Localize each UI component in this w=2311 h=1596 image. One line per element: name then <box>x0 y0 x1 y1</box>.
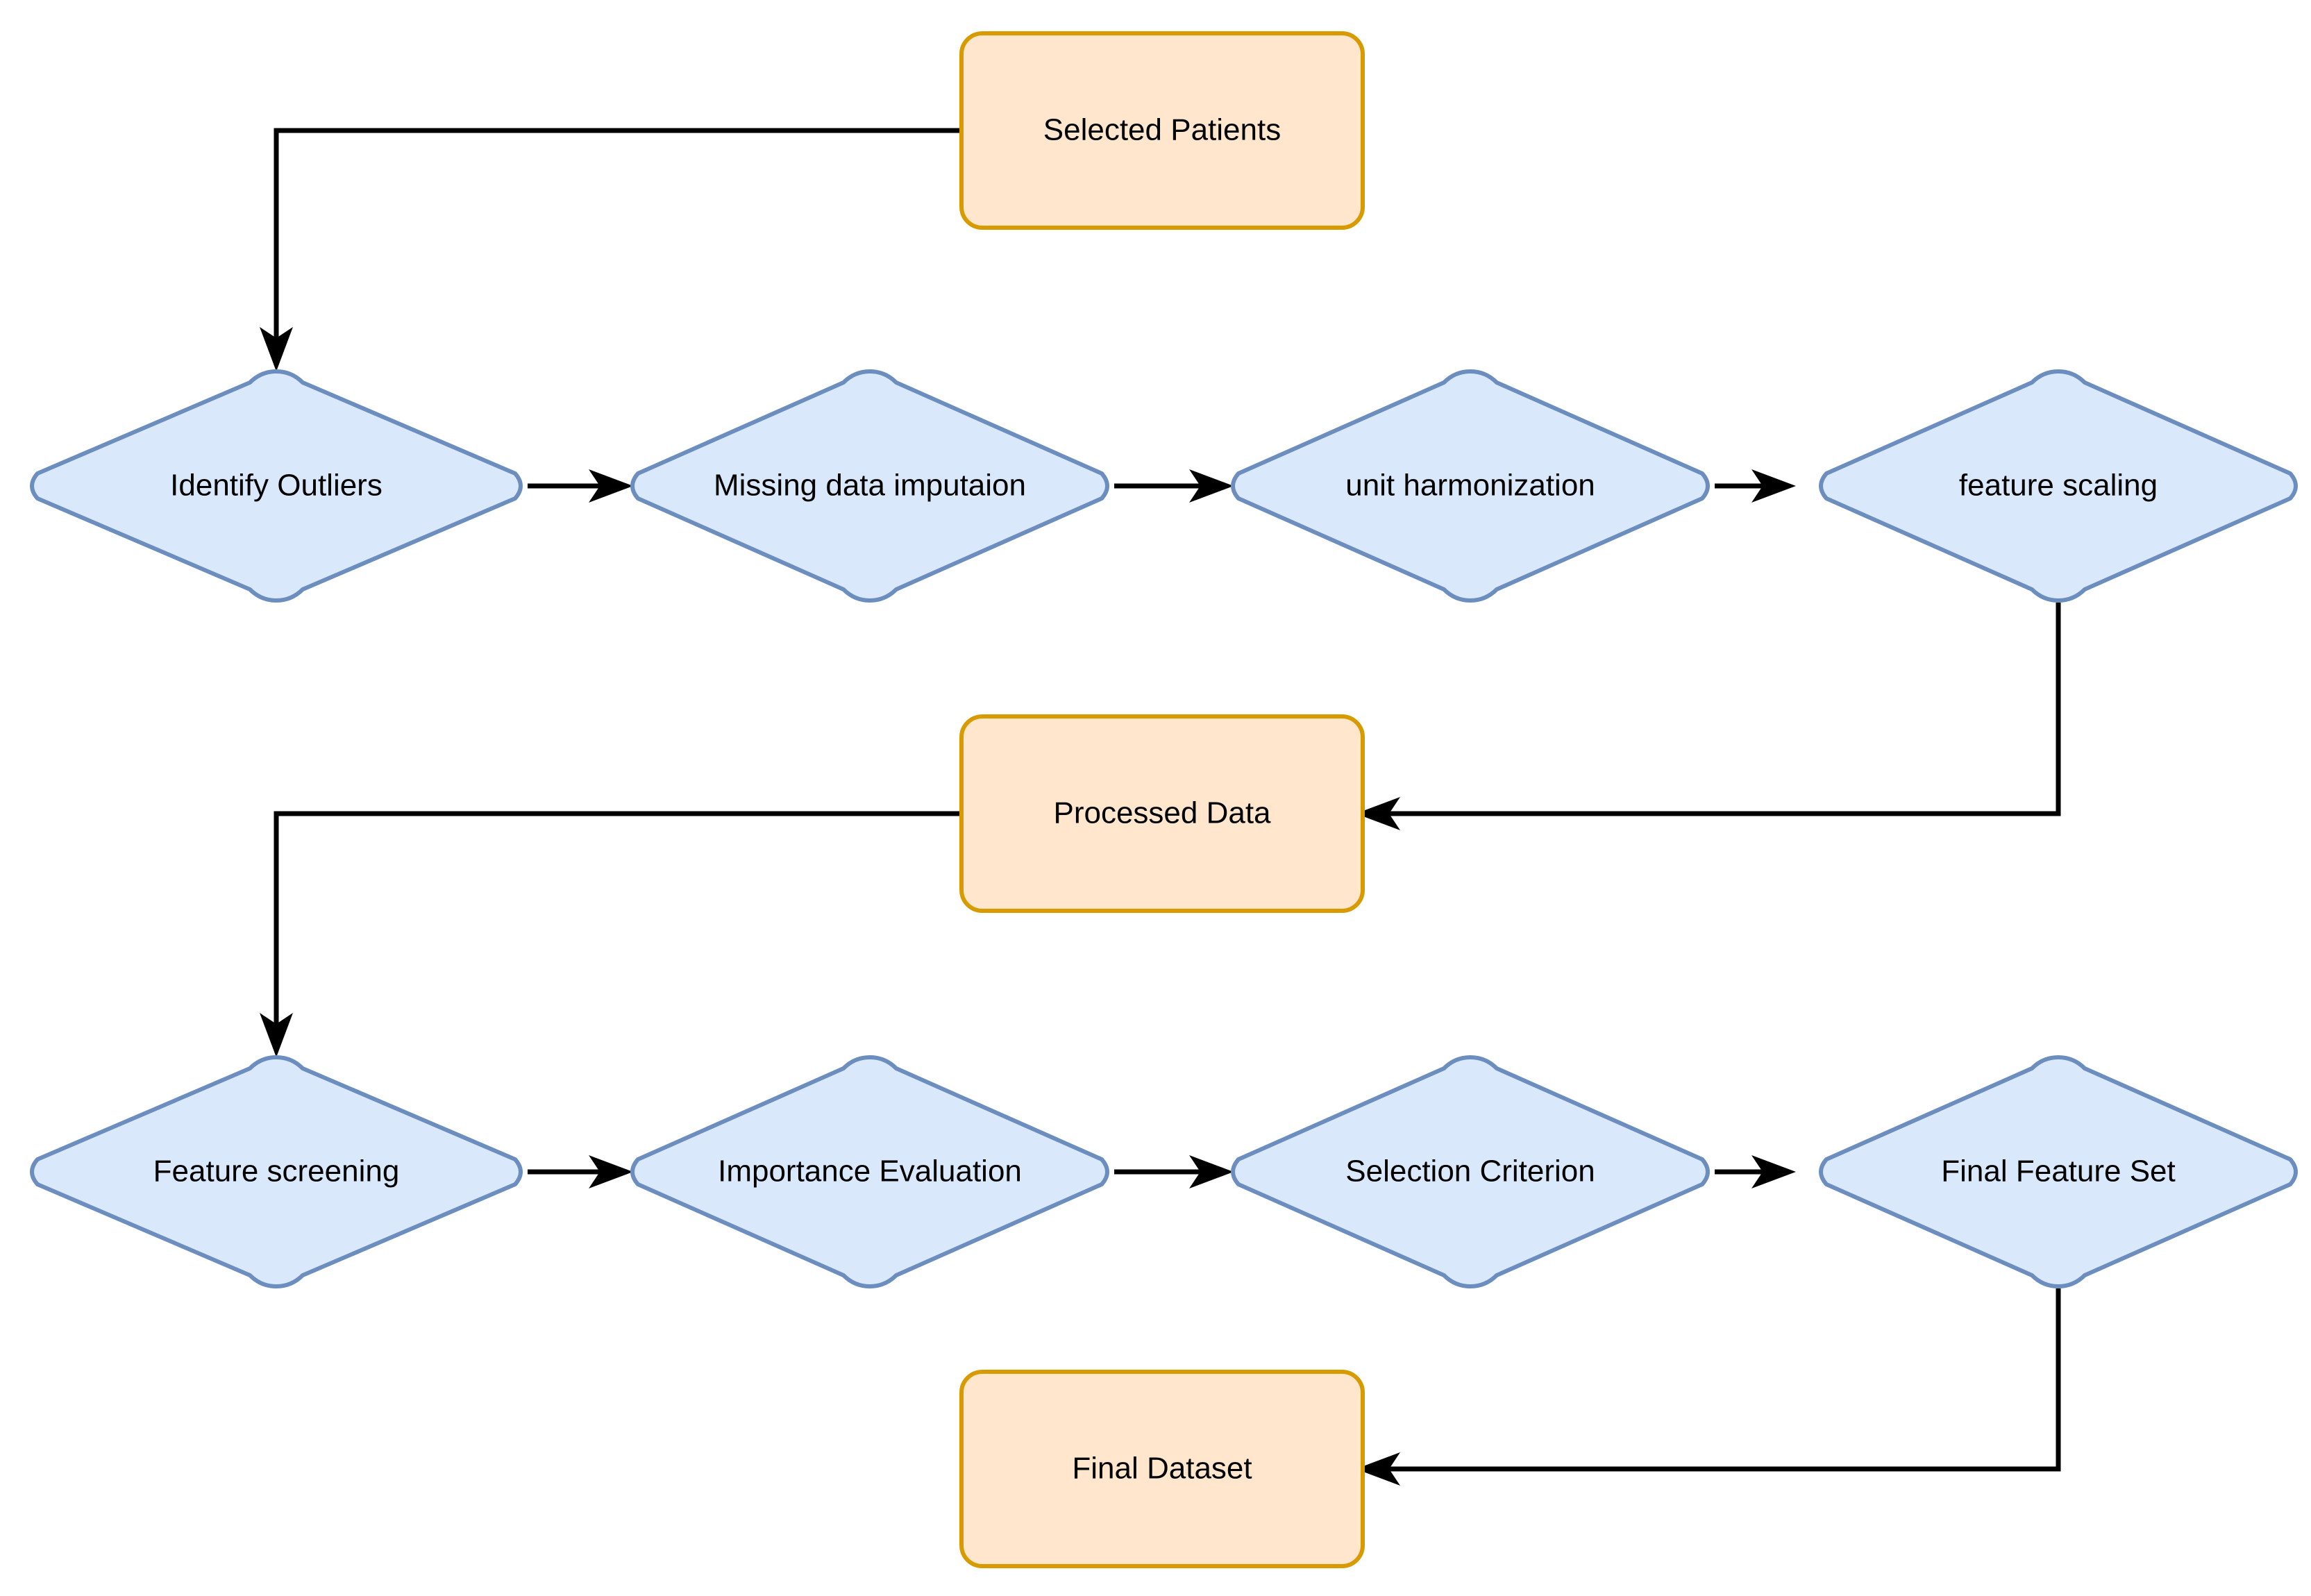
missing-data-imputaion-label: Missing data imputaion <box>714 469 1026 503</box>
importance-evaluation-label: Importance Evaluation <box>718 1154 1022 1188</box>
final-feature-set-label: Final Feature Set <box>1941 1154 2176 1188</box>
identify-outliers-shape <box>30 369 523 603</box>
selected-patients-label: Selected Patients <box>1043 113 1281 147</box>
node-missing-data-imputaion[interactable]: Missing data imputaion <box>630 369 1109 603</box>
selection-criterion-label: Selection Criterion <box>1345 1154 1595 1188</box>
edge-layer <box>260 128 2061 1486</box>
node-unit-harmonization[interactable]: unit harmonization <box>1231 369 1710 603</box>
edge-final-feature-set-to-final-dataset[interactable] <box>1356 1288 2061 1486</box>
node-selected-patients[interactable]: Selected Patients <box>959 31 1365 230</box>
edge-processed-data-to-feature-screening[interactable] <box>260 811 961 1057</box>
edge-selected-patients-to-identify-outliers[interactable] <box>260 128 961 371</box>
edge-feature-screening-to-importance-evaluation[interactable] <box>528 1155 633 1188</box>
unit-harmonization-shape <box>1231 369 1710 603</box>
node-processed-data[interactable]: Processed Data <box>959 714 1365 913</box>
edge-selection-criterion-to-final-feature-set[interactable] <box>1715 1155 1796 1188</box>
feature-scaling-label: feature scaling <box>1959 469 2158 503</box>
edge-unit-harmonization-to-feature-scaling[interactable] <box>1715 469 1796 503</box>
edge-feature-scaling-to-processed-data[interactable] <box>1356 603 2061 830</box>
final-dataset-shape <box>959 1370 1365 1568</box>
selection-criterion-shape <box>1231 1055 1710 1289</box>
final-dataset-label: Final Dataset <box>1072 1452 1252 1486</box>
feature-screening-shape <box>30 1055 523 1289</box>
selected-patients-shape <box>959 31 1365 230</box>
importance-evaluation-shape <box>630 1055 1109 1289</box>
identify-outliers-label: Identify Outliers <box>170 469 383 503</box>
node-feature-scaling[interactable]: feature scaling <box>1819 369 2298 603</box>
feature-scaling-shape <box>1819 369 2298 603</box>
node-final-feature-set[interactable]: Final Feature Set <box>1819 1055 2298 1289</box>
node-identify-outliers[interactable]: Identify Outliers <box>30 369 523 603</box>
node-importance-evaluation[interactable]: Importance Evaluation <box>630 1055 1109 1289</box>
edge-importance-evaluation-to-selection-criterion[interactable] <box>1114 1155 1234 1188</box>
node-selection-criterion[interactable]: Selection Criterion <box>1231 1055 1710 1289</box>
unit-harmonization-label: unit harmonization <box>1345 469 1595 503</box>
node-layer: Selected Patients Identify Outliers Miss… <box>30 31 2298 1568</box>
processed-data-shape <box>959 714 1365 913</box>
edge-identify-outliers-to-missing-data[interactable] <box>528 469 633 503</box>
final-feature-set-shape <box>1819 1055 2298 1289</box>
processed-data-label: Processed Data <box>1053 796 1271 830</box>
node-feature-screening[interactable]: Feature screening <box>30 1055 523 1289</box>
missing-data-imputaion-shape <box>630 369 1109 603</box>
edge-missing-data-to-unit-harmonization[interactable] <box>1114 469 1234 503</box>
feature-screening-label: Feature screening <box>153 1154 400 1188</box>
node-final-dataset[interactable]: Final Dataset <box>959 1370 1365 1568</box>
